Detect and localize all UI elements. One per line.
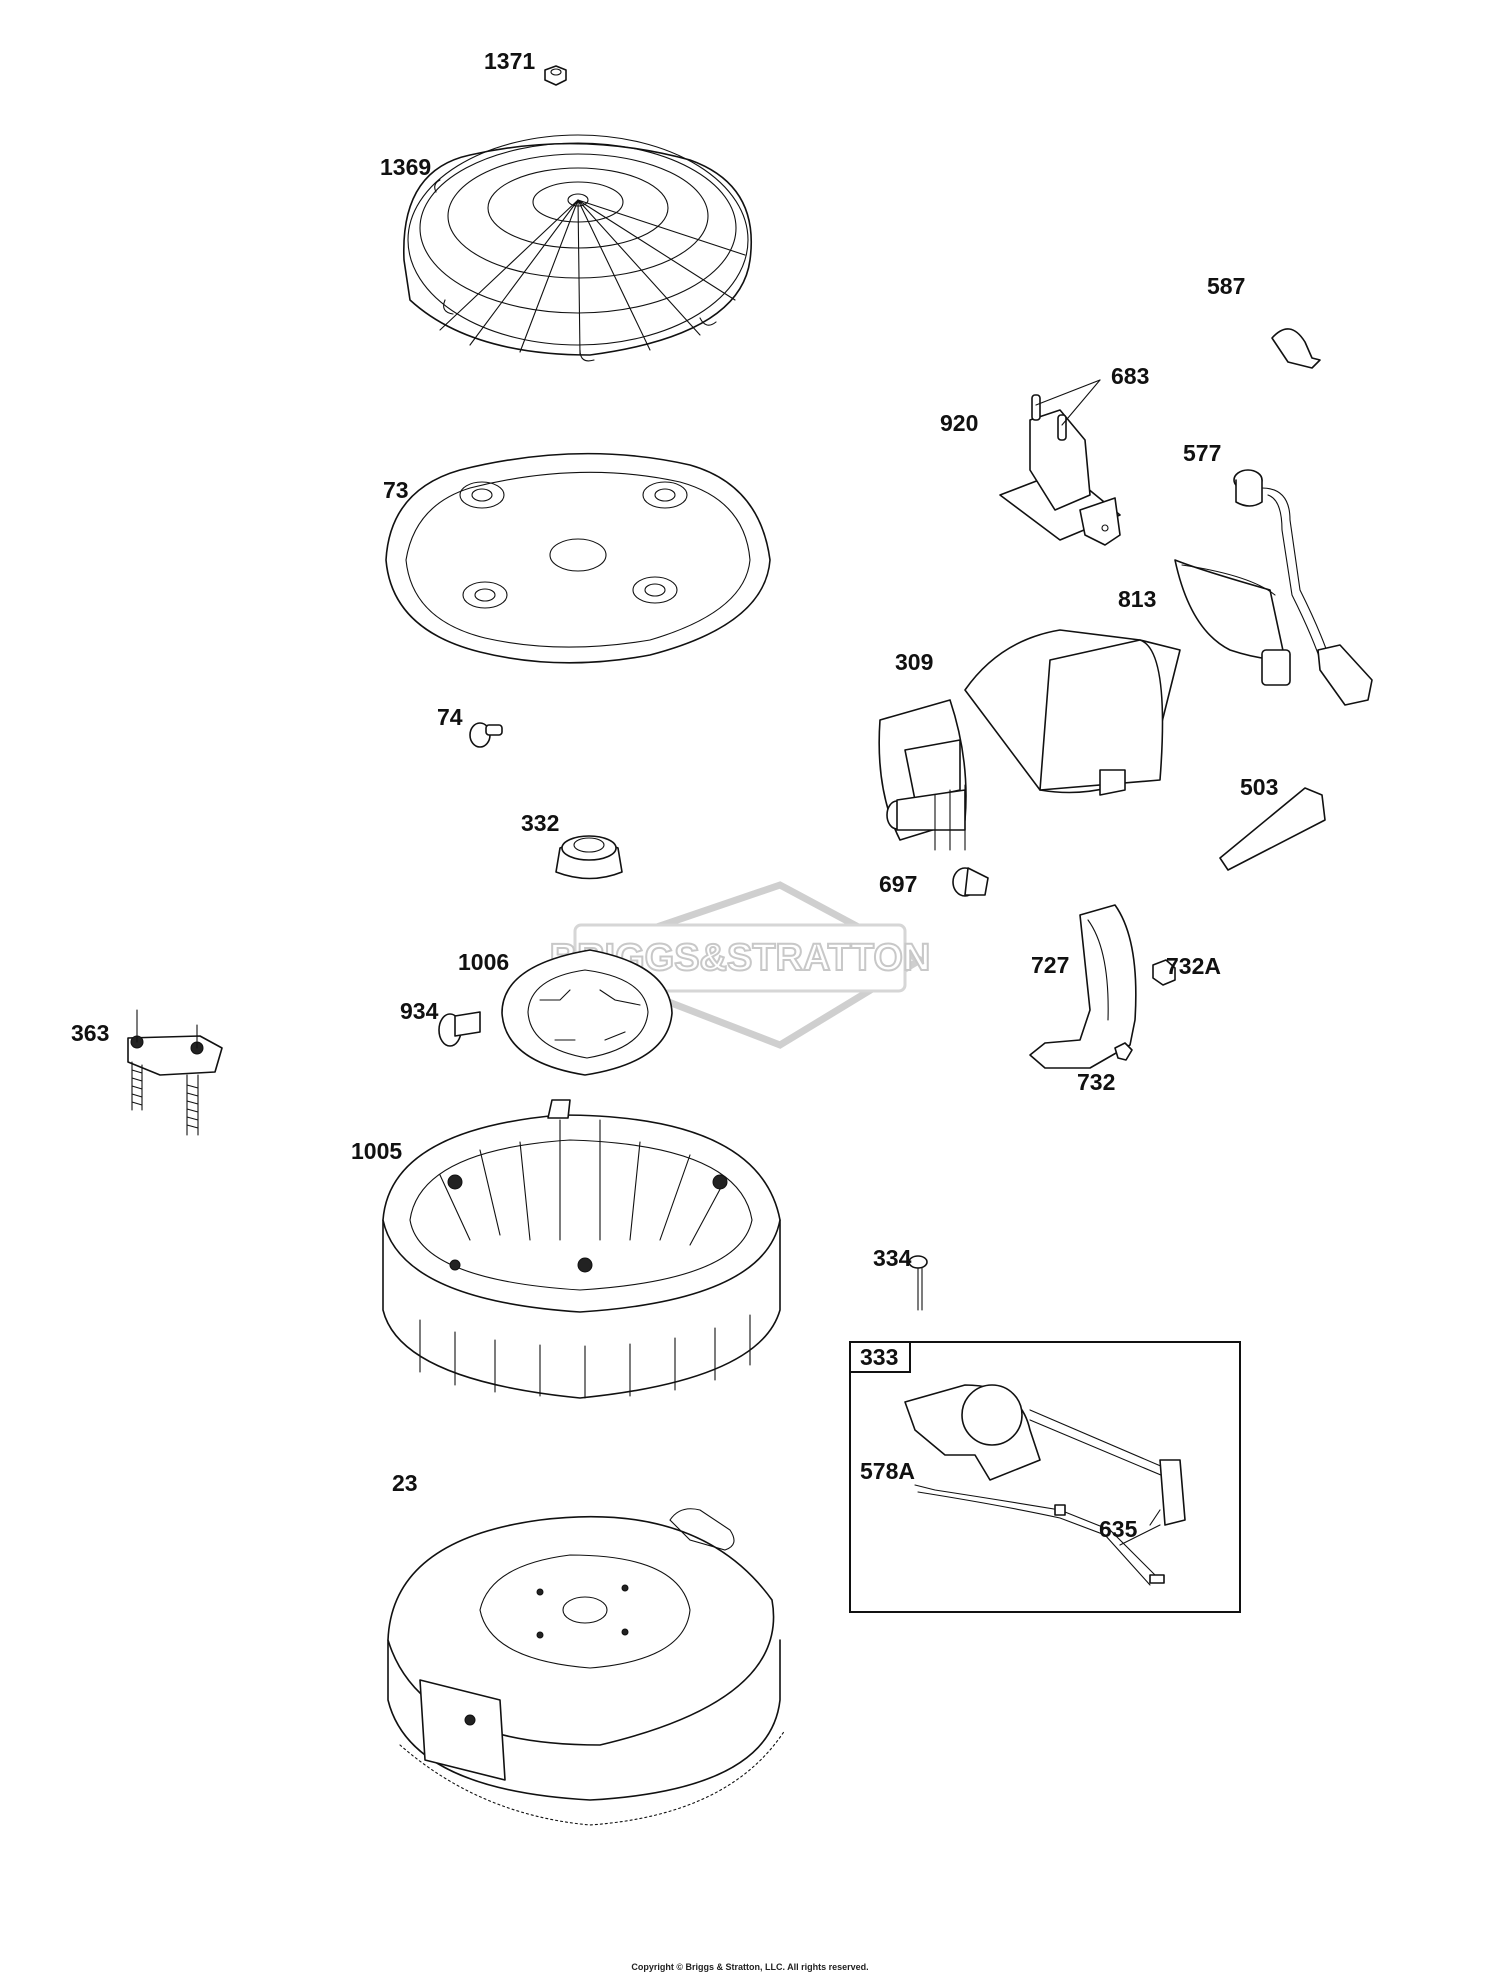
part-587-clip[interactable]: [1271, 328, 1321, 369]
part-920-rectifier[interactable]: [999, 379, 1121, 546]
label-934: 934: [400, 998, 439, 1024]
part-1369-screen[interactable]: [403, 134, 752, 362]
part-363-bracket[interactable]: [127, 1009, 223, 1136]
label-74: 74: [437, 704, 463, 730]
label-578A: 578A: [860, 1458, 915, 1484]
label-587: 587: [1207, 273, 1246, 299]
label-332: 332: [521, 810, 560, 836]
part-309-starter[interactable]: [878, 629, 1181, 851]
label-1006: 1006: [458, 949, 510, 975]
label-503: 503: [1240, 774, 1279, 800]
part-74-bolt[interactable]: [469, 722, 503, 748]
part-1005-fan[interactable]: [382, 1099, 781, 1399]
part-577-lead[interactable]: [1233, 469, 1373, 706]
label-333: 333: [860, 1344, 899, 1370]
part-732A-nut[interactable]: [1152, 959, 1176, 986]
part-23-flywheel[interactable]: [387, 1508, 786, 1826]
part-332-nut[interactable]: [555, 835, 623, 880]
label-732A: 732A: [1166, 953, 1221, 979]
part-934-bolt[interactable]: [438, 1011, 481, 1047]
label-727: 727: [1031, 952, 1070, 978]
part-697-screw[interactable]: [952, 867, 989, 897]
label-1369: 1369: [380, 154, 432, 180]
part-334-screw[interactable]: [908, 1255, 928, 1311]
label-732: 732: [1077, 1069, 1116, 1095]
label-635: 635: [1099, 1516, 1138, 1542]
part-813-strap[interactable]: [1174, 559, 1291, 686]
label-309: 309: [895, 649, 934, 675]
part-732-screw[interactable]: [1114, 1042, 1133, 1061]
label-577: 577: [1183, 440, 1222, 466]
part-73-cover[interactable]: [385, 452, 771, 664]
label-683: 683: [1111, 363, 1150, 389]
part-1006-ring[interactable]: [501, 949, 673, 1076]
label-1371: 1371: [484, 48, 536, 74]
part-1371-nut[interactable]: [544, 65, 567, 86]
label-363: 363: [71, 1020, 110, 1046]
part-333-ignition-kit[interactable]: [849, 1341, 1241, 1613]
copyright-notice: Copyright © Briggs & Stratton, LLC. All …: [631, 1962, 869, 1972]
label-813: 813: [1118, 586, 1157, 612]
label-23: 23: [392, 1470, 418, 1496]
part-503-shim[interactable]: [1219, 787, 1326, 871]
label-920: 920: [940, 410, 979, 436]
part-727-bracket[interactable]: [1029, 904, 1137, 1069]
label-73: 73: [383, 477, 409, 503]
label-334: 334: [873, 1245, 912, 1271]
label-697: 697: [879, 871, 918, 897]
label-1005: 1005: [351, 1138, 403, 1164]
